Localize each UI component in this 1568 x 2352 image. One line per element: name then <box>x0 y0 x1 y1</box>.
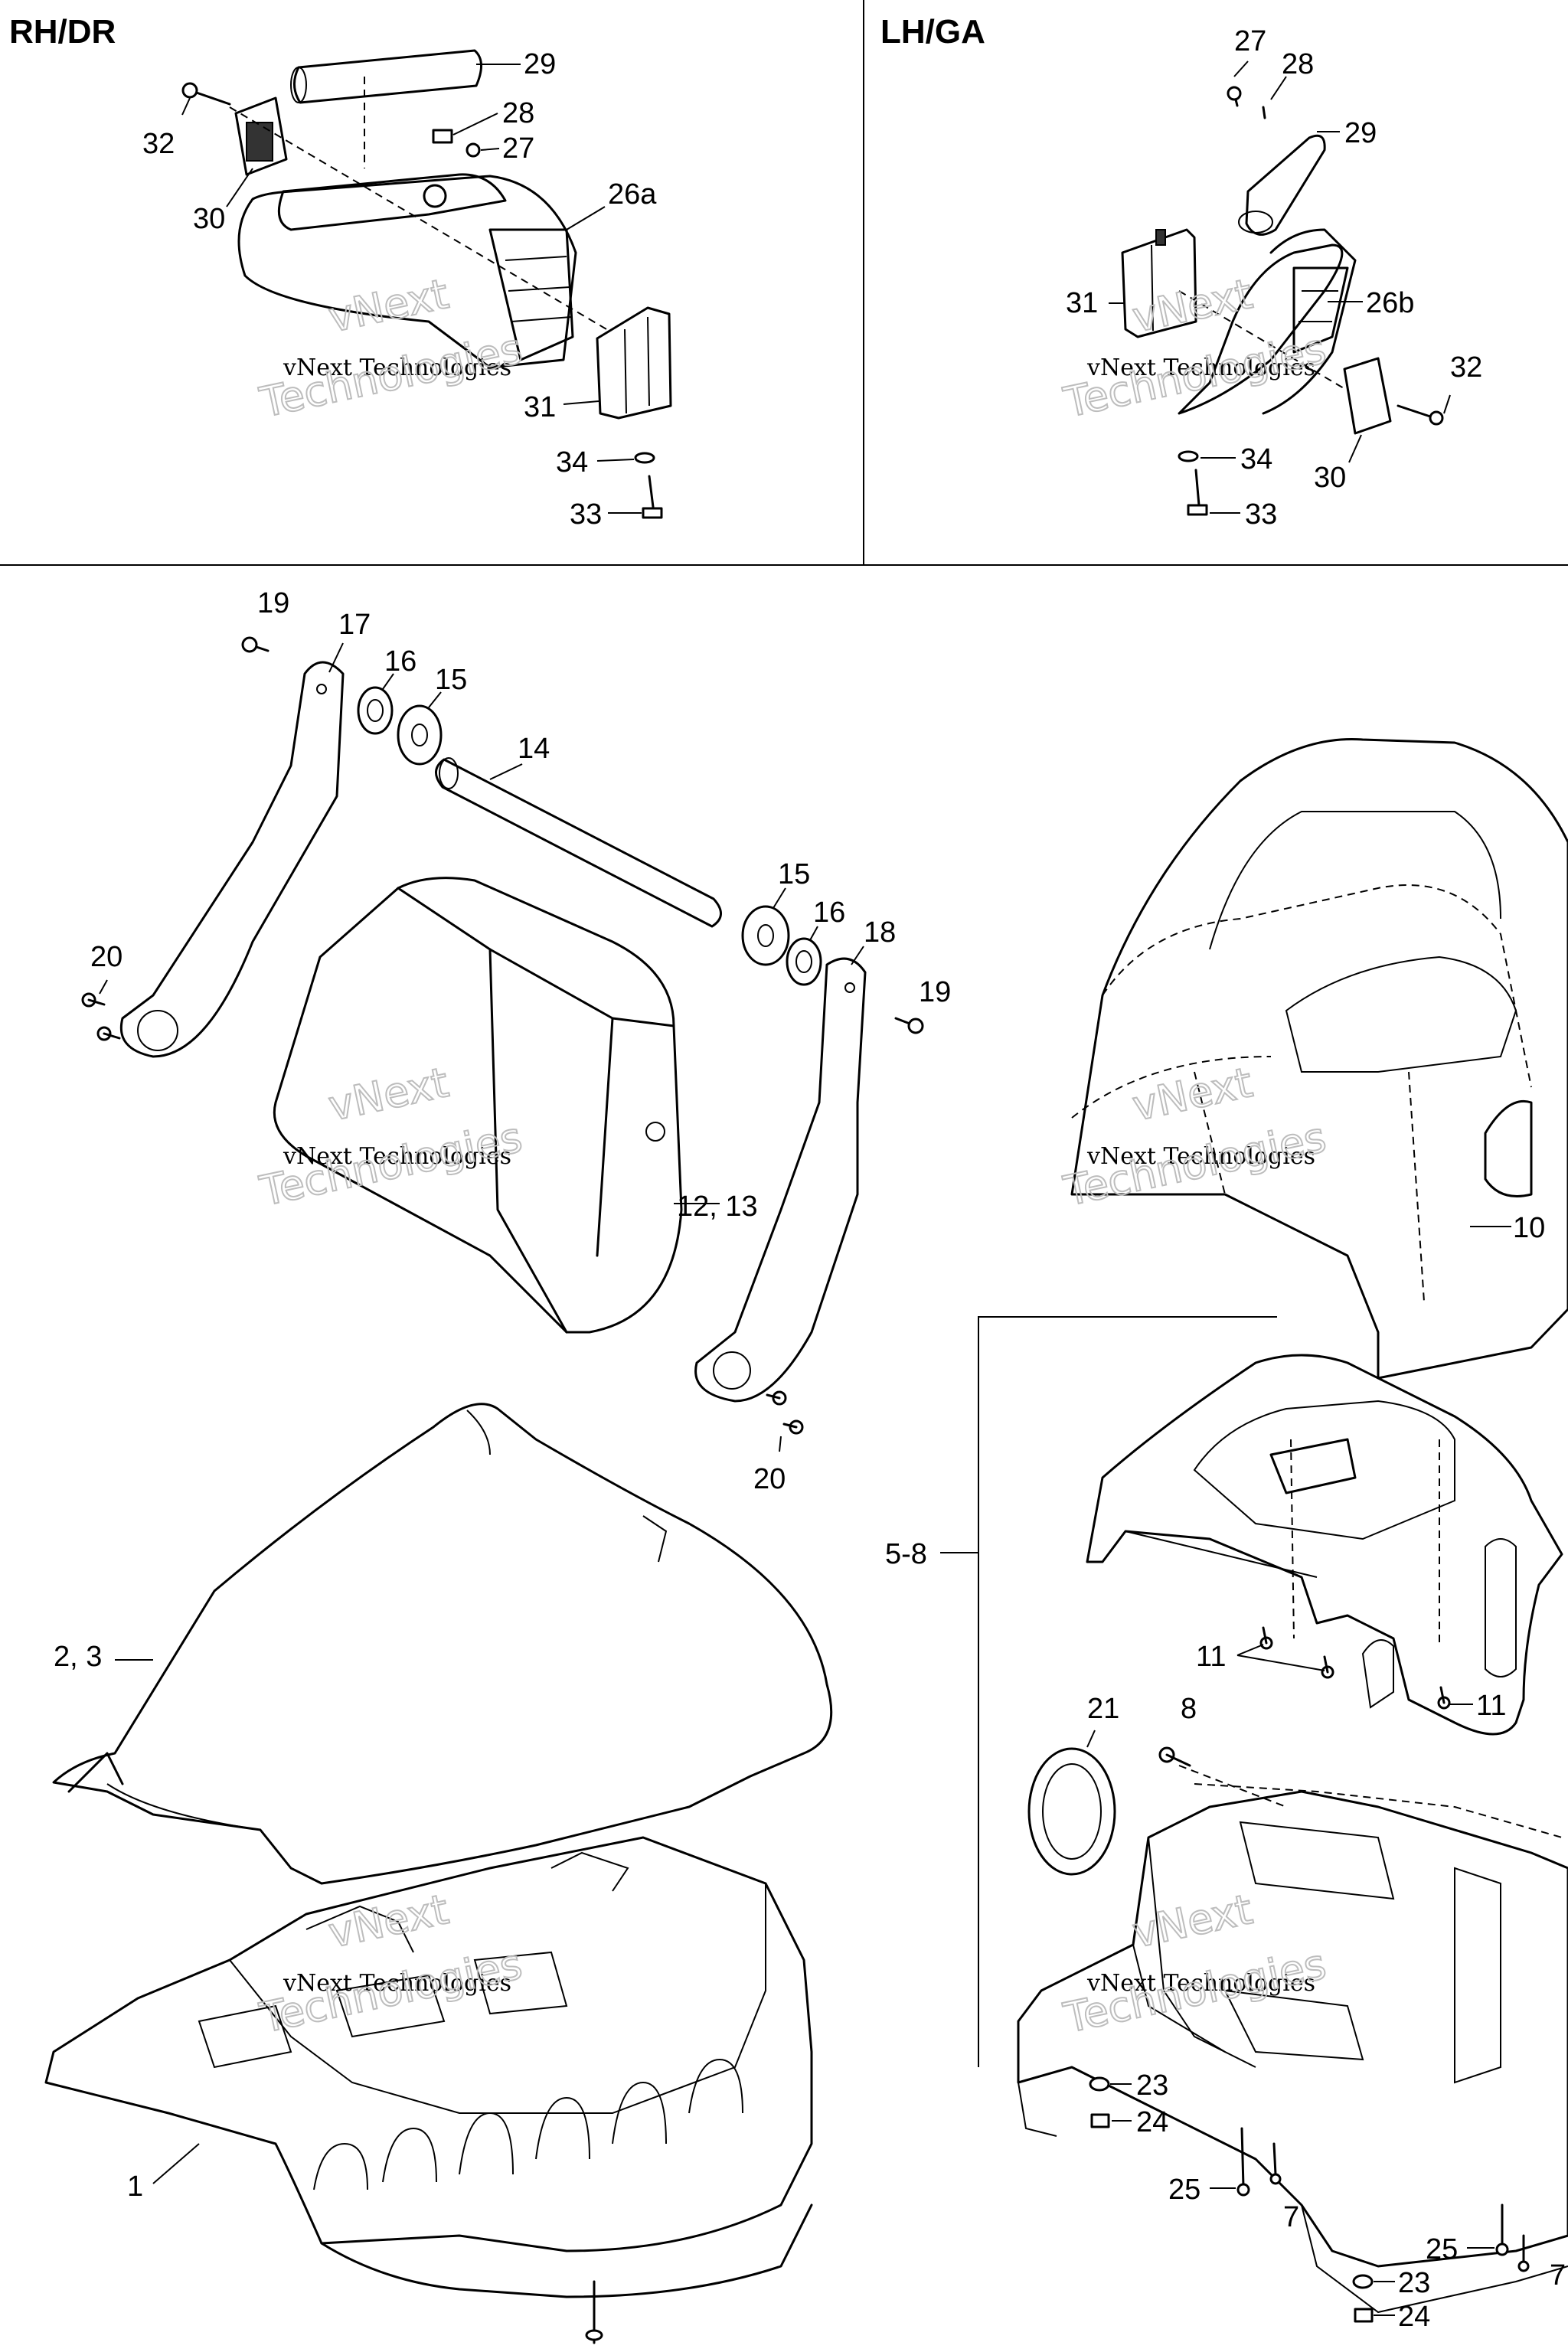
label-lh-33: 33 <box>1245 498 1277 531</box>
seat-cover-10 <box>1070 737 1568 1380</box>
label-7-right: 7 <box>1550 2259 1566 2292</box>
section-title-lh: LH/GA <box>880 13 985 51</box>
label-12-13: 12, 13 <box>677 1191 758 1223</box>
frame-callouts: 5-8 11 11 <box>885 1538 1506 1722</box>
rh-callouts: 29 28 27 32 30 26a 31 34 33 <box>142 48 657 531</box>
svg-text:vNext: vNext <box>1129 1058 1256 1130</box>
lh-handle-assembly <box>1121 86 1444 516</box>
label-25-left: 25 <box>1168 2174 1200 2206</box>
label-7-left: 7 <box>1283 2201 1299 2233</box>
frame-lines <box>0 0 1568 2067</box>
svg-text:vNext Technologies: vNext Technologies <box>283 354 511 381</box>
label-25-right: 25 <box>1426 2233 1458 2265</box>
watermark-tray: vNext vNext Technologies Technologies <box>1059 1884 1331 2043</box>
label-21: 21 <box>1087 1693 1119 1725</box>
watermark-rh: vNext vNext Technologies Technologies <box>255 269 527 428</box>
svg-text:Technologies: Technologies <box>1060 325 1330 427</box>
label-2-3: 2, 3 <box>54 1641 102 1673</box>
label-rh-34: 34 <box>556 446 588 479</box>
label-20-left: 20 <box>90 941 122 973</box>
label-rh-31: 31 <box>524 391 556 423</box>
svg-text:Technologies: Technologies <box>1060 1940 1330 2043</box>
svg-text:vNext Technologies: vNext Technologies <box>283 1143 511 1170</box>
svg-text:vNext: vNext <box>325 1885 452 1957</box>
label-24-left: 24 <box>1136 2106 1168 2138</box>
svg-text:Technologies: Technologies <box>256 1113 526 1216</box>
label-rh-26a: 26a <box>608 178 657 211</box>
label-11-left: 11 <box>1196 1641 1226 1673</box>
label-lh-30: 30 <box>1314 462 1346 494</box>
label-5-8: 5-8 <box>885 1538 927 1570</box>
label-10: 10 <box>1513 1212 1545 1244</box>
backrest-assembly <box>81 636 924 1435</box>
label-24-right: 24 <box>1398 2301 1430 2333</box>
svg-text:vNext: vNext <box>325 1058 452 1130</box>
lh-callouts: 27 28 29 31 26b 32 34 30 33 <box>1066 25 1482 531</box>
svg-text:Technologies: Technologies <box>256 1940 526 2043</box>
label-lh-34: 34 <box>1240 443 1272 475</box>
label-16-right: 16 <box>813 897 845 929</box>
tray-callouts: 21 8 23 24 25 7 25 7 23 24 <box>1086 1693 1566 2333</box>
seat-and-base <box>44 1403 833 2344</box>
svg-text:vNext Technologies: vNext Technologies <box>1086 354 1315 381</box>
label-lh-28: 28 <box>1282 48 1314 80</box>
label-17: 17 <box>338 609 371 641</box>
rh-handle-assembly <box>181 49 672 519</box>
label-lh-27: 27 <box>1234 25 1266 57</box>
label-lh-31: 31 <box>1066 287 1098 319</box>
label-8: 8 <box>1181 1693 1197 1725</box>
svg-text:vNext Technologies: vNext Technologies <box>1086 1143 1315 1170</box>
label-14: 14 <box>518 733 550 765</box>
label-11-right: 11 <box>1476 1690 1506 1722</box>
svg-text:Technologies: Technologies <box>256 325 526 427</box>
seat-frame-5-8 <box>1086 1354 1563 1736</box>
label-23-right: 23 <box>1398 2267 1430 2299</box>
label-lh-29: 29 <box>1344 117 1377 149</box>
label-rh-33: 33 <box>570 498 602 531</box>
label-18: 18 <box>864 916 896 949</box>
svg-text:vNext: vNext <box>325 270 452 341</box>
seat-callouts: 2, 3 1 <box>54 1641 200 2203</box>
seat-base-tray <box>1017 1746 1568 2323</box>
section-title-rh: RH/DR <box>9 13 116 51</box>
label-19-right: 19 <box>919 976 951 1008</box>
backrest-callouts: 19 17 16 15 14 15 16 18 19 20 12, 13 20 <box>90 587 951 1495</box>
label-rh-29: 29 <box>524 48 556 80</box>
watermark-lh: vNext vNext Technologies Technologies <box>1059 269 1331 428</box>
svg-text:vNext: vNext <box>1129 1885 1256 1957</box>
label-15-right: 15 <box>778 858 810 890</box>
watermark-seat: vNext vNext Technologies Technologies <box>255 1884 527 2043</box>
label-1: 1 <box>127 2171 143 2203</box>
label-rh-28: 28 <box>502 97 534 129</box>
label-19-top: 19 <box>257 587 289 619</box>
svg-text:Technologies: Technologies <box>1060 1113 1330 1216</box>
label-rh-30: 30 <box>193 203 225 235</box>
label-lh-26b: 26b <box>1366 287 1414 319</box>
label-rh-27: 27 <box>502 132 534 165</box>
label-16-left: 16 <box>384 645 416 678</box>
svg-text:vNext Technologies: vNext Technologies <box>1086 1970 1315 1997</box>
label-lh-32: 32 <box>1450 351 1482 384</box>
label-23-left: 23 <box>1136 2069 1168 2102</box>
label-20-right: 20 <box>753 1463 786 1495</box>
svg-text:vNext Technologies: vNext Technologies <box>283 1970 511 1997</box>
label-rh-32: 32 <box>142 128 175 160</box>
label-15-left: 15 <box>435 664 467 696</box>
